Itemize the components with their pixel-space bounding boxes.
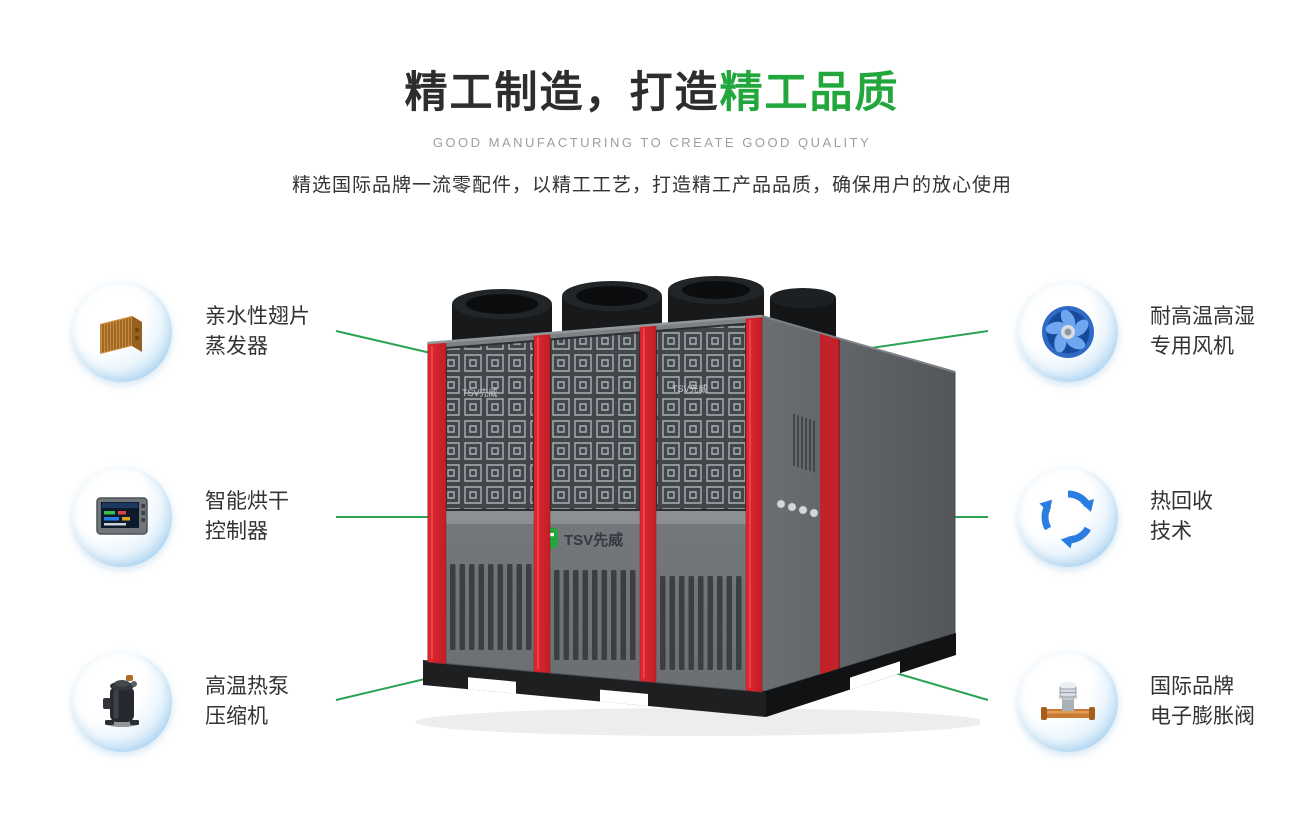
- fan-array: [452, 276, 836, 348]
- subtitle-english: GOOD MANUFACTURING TO CREATE GOOD QUALIT…: [432, 135, 872, 150]
- brand-text-small: TSV先威: [462, 387, 498, 398]
- machine-illustration: TSV先威 TSV先威 TSV先威: [415, 276, 980, 736]
- page-title: 精工制造，打造精工品质: [0, 58, 1304, 120]
- controller-panel-icon: [72, 467, 172, 567]
- feature-label-fan: 耐高温高湿 专用风机: [1150, 305, 1255, 358]
- brand-logo: TSV先威: [538, 528, 623, 549]
- side-panel: [761, 315, 956, 693]
- feature-label-heat-recovery: 热回收 技术: [1150, 490, 1213, 543]
- air-inlet-grille: [445, 322, 747, 511]
- title-green: 精工品质: [719, 69, 900, 117]
- axial-fan-icon: [1018, 282, 1118, 382]
- front-panel: TSV先威 TSV先威 TSV先威: [427, 314, 956, 693]
- brand-text-small: TSV先威: [672, 383, 708, 394]
- louver-vents: [450, 564, 742, 670]
- title-black: 精工制造，打造: [404, 69, 720, 117]
- description-text: 精选国际品牌一流零配件，以精工工艺，打造精工产品品质，确保用户的放心使用: [291, 175, 1012, 196]
- base-skid: [423, 633, 956, 717]
- expansion-valve-icon: [1018, 652, 1118, 752]
- red-trim: [427, 315, 763, 693]
- compressor-icon: [72, 652, 172, 752]
- feature-label-controller: 智能烘干 控制器: [205, 490, 289, 543]
- feature-label-compressor: 高温热泵 压缩机: [205, 675, 289, 728]
- recycle-icon: [1018, 467, 1118, 567]
- evaporator-coil-icon: [72, 282, 172, 382]
- side-red-trim: [820, 333, 839, 675]
- brand-text: TSV先威: [564, 531, 623, 549]
- feature-label-expansion-valve: 国际品牌 电子膨胀阀: [1150, 675, 1255, 728]
- ground-shadow: [415, 708, 980, 736]
- feature-label-evaporator: 亲水性翅片 蒸发器: [205, 305, 310, 358]
